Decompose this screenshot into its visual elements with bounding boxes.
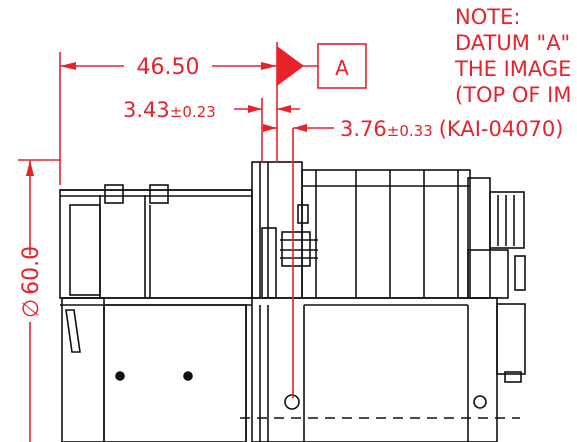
sensor-offset-note: (KAI-04070)	[439, 117, 564, 141]
diameter-value: 60.0	[19, 246, 44, 295]
diameter-dimension: ∅ 60.0	[19, 246, 44, 318]
datum-label: A	[335, 56, 349, 80]
datum-triangle	[277, 46, 304, 86]
overall-length-value: 46.50	[137, 55, 200, 80]
note-block: NOTE: DATUM "A" THE IMAGE (TOP OF IM	[454, 5, 571, 107]
note-line-2: DATUM "A"	[455, 31, 570, 55]
sensor-offset-dimension: 3.76±0.33 (KAI-04070)	[340, 117, 563, 141]
note-line-3: THE IMAGE	[454, 57, 571, 81]
sensor-offset-value: 3.76	[340, 117, 387, 141]
flange-offset-value: 3.43	[123, 98, 170, 122]
flange-offset-tolerance: ±0.23	[170, 103, 216, 121]
sensor-offset-tolerance: ±0.33	[387, 122, 433, 140]
flange-offset-dimension: 3.43±0.23	[123, 98, 216, 122]
note-line-4: (TOP OF IM	[455, 83, 571, 107]
diameter-symbol: ∅	[19, 299, 44, 318]
camera-outline	[59, 161, 526, 442]
note-line-1: NOTE:	[455, 5, 520, 29]
dimension-arrowheads	[26, 62, 307, 176]
